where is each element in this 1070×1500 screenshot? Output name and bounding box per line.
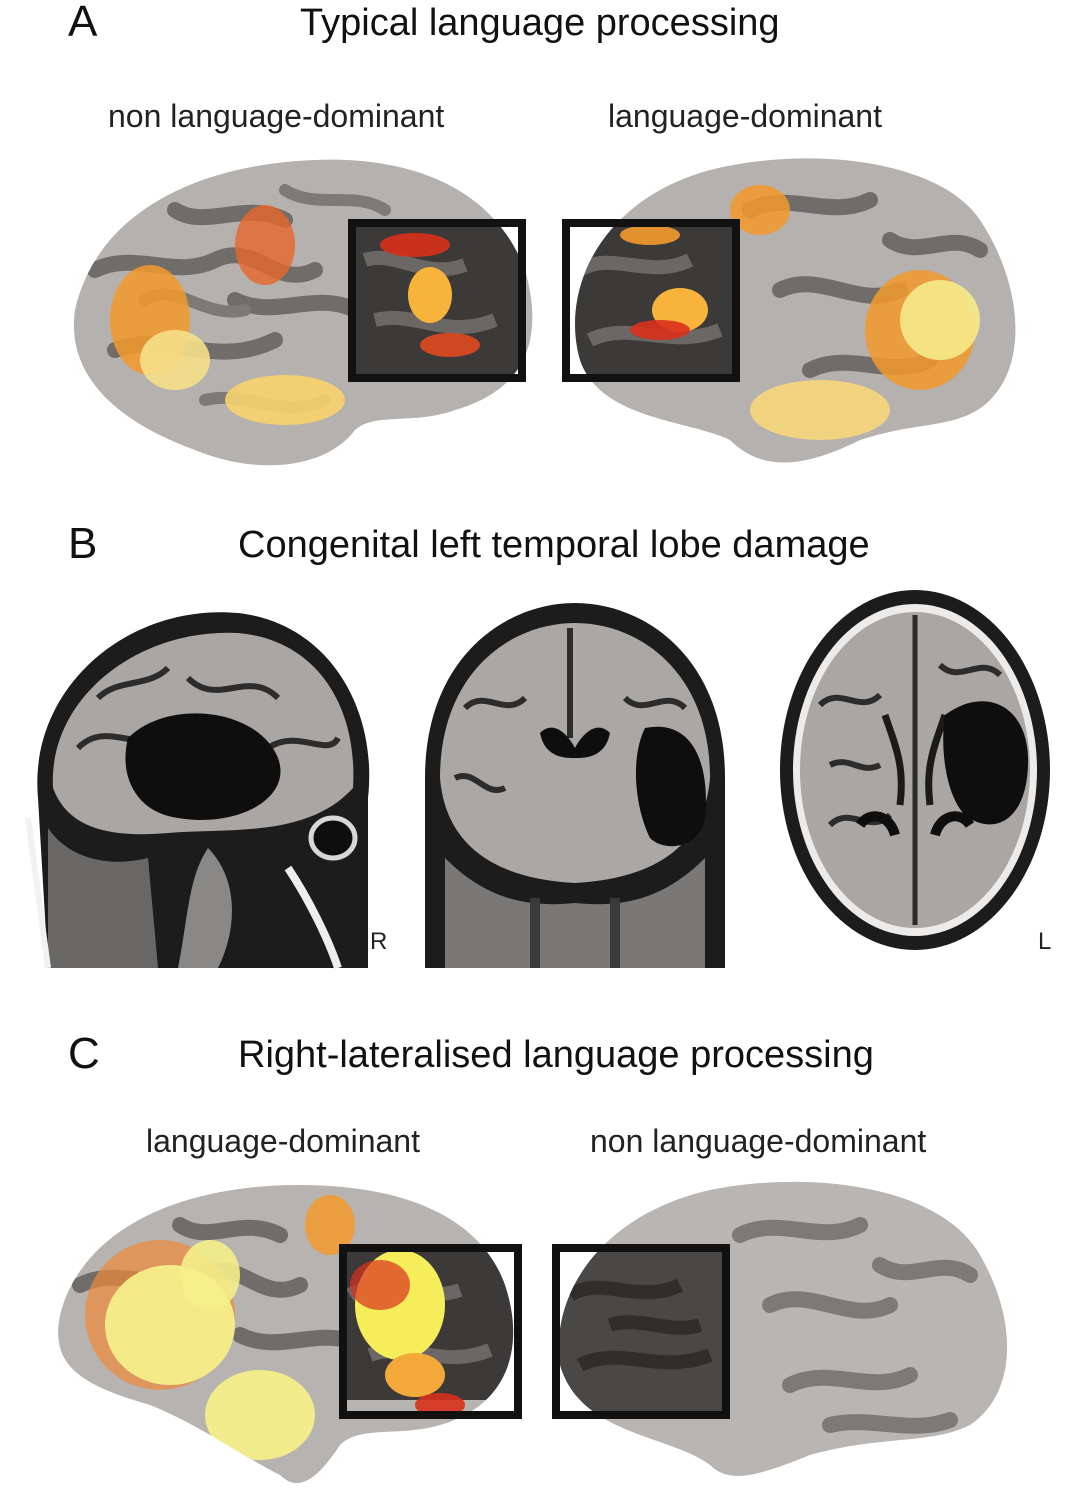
panel-a-title: Typical language processing <box>300 2 780 44</box>
orientation-l-label: L <box>1038 928 1052 955</box>
panel-a-left-brain-image <box>73 159 533 466</box>
panel-a-right-hemisphere-label: language-dominant <box>608 98 882 134</box>
panel-c-left-brain-image <box>58 1185 522 1484</box>
panel-c-title: Right-lateralised language processing <box>238 1034 874 1076</box>
panel-c-left-hemisphere-label: language-dominant <box>146 1123 420 1159</box>
panel-a-right-roi-box <box>562 219 740 382</box>
panel-c-right-hemisphere-label: non language-dominant <box>590 1123 927 1159</box>
panel-b-title: Congenital left temporal lobe damage <box>238 524 870 566</box>
panel-c-letter: C <box>68 1029 100 1078</box>
panel-b-letter: B <box>68 519 98 568</box>
orientation-r-label: R <box>370 928 388 955</box>
panel-c-right-brain-image <box>552 1181 1008 1476</box>
mri-coronal-image <box>405 598 745 968</box>
panel-a-left-hemisphere-label: non language-dominant <box>108 98 445 134</box>
panel-a-right-brain-image <box>562 158 1016 463</box>
panel-c-right-roi-box <box>552 1244 730 1419</box>
mri-sagittal-image <box>8 598 378 970</box>
panel-a-letter: A <box>68 0 98 46</box>
panel-a-left-roi-box <box>348 219 526 382</box>
mri-axial-image <box>770 585 1060 955</box>
panel-c-left-roi-box <box>339 1244 522 1419</box>
